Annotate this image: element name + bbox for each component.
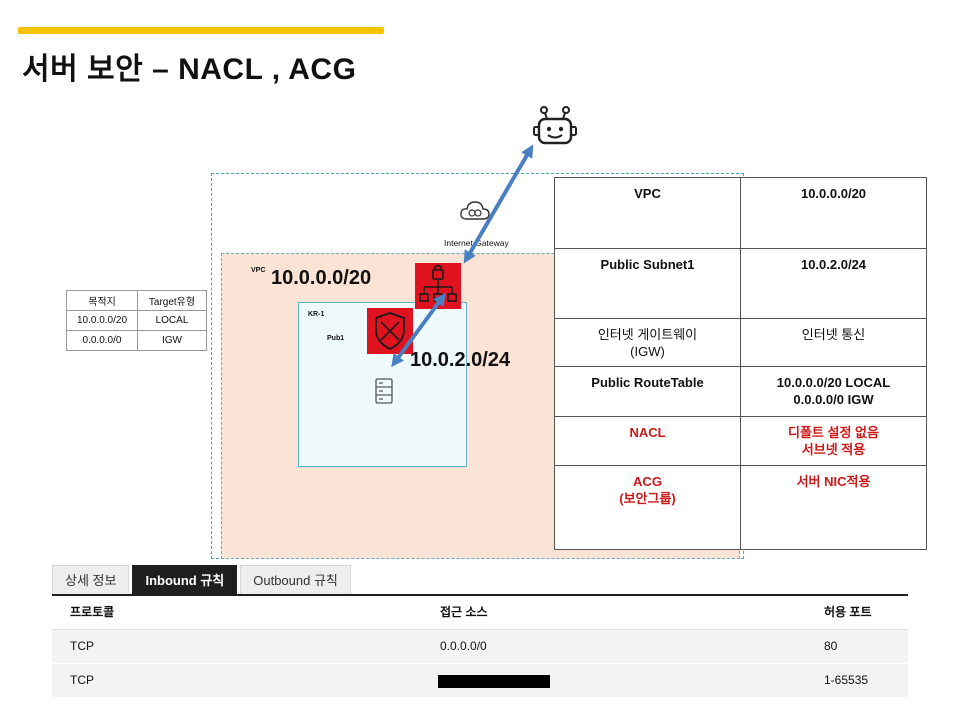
info-key: Public Subnet1 bbox=[554, 248, 741, 319]
redacted-source-block bbox=[438, 675, 550, 688]
tab-details[interactable]: 상세 정보 bbox=[52, 565, 130, 595]
route-destination: 0.0.0.0/0 bbox=[66, 330, 138, 351]
route-destination: 10.0.0.0/20 bbox=[66, 310, 138, 331]
rule-protocol: TCP bbox=[70, 639, 94, 653]
header-port: 허용 포트 bbox=[824, 605, 872, 619]
table-row[interactable]: TCP 0.0.0.0/0 80 bbox=[52, 630, 908, 664]
title-accent-bar bbox=[18, 27, 384, 34]
grid-header-row: 프로토콜 접근 소스 허용 포트 bbox=[52, 596, 908, 630]
header-source: 접근 소스 bbox=[440, 605, 488, 619]
table-row[interactable]: TCP 1-65535 bbox=[52, 664, 908, 698]
info-row-acg: ACG(보안그룹) 서버 NIC적용 bbox=[554, 465, 927, 550]
route-table: 목적지 Target유형 10.0.0.0/20 LOCAL 0.0.0.0/0… bbox=[66, 290, 207, 351]
route-table-header: 목적지 Target유형 bbox=[66, 290, 207, 311]
info-value: 10.0.2.0/24 bbox=[740, 248, 927, 319]
traffic-arrows bbox=[391, 144, 534, 368]
route-header-destination: 목적지 bbox=[66, 290, 138, 311]
info-key: 인터넷 게이트웨이(IGW) bbox=[554, 318, 741, 367]
info-key: ACG(보안그룹) bbox=[554, 465, 741, 550]
route-row: 10.0.0.0/20 LOCAL bbox=[66, 310, 207, 331]
server-icon bbox=[375, 378, 393, 404]
vpc-cidr-label: 10.0.0.0/20 bbox=[271, 267, 372, 289]
slide-title: 서버 보안 – NACL , ACG bbox=[22, 53, 357, 86]
info-value: 인터넷 통신 bbox=[740, 318, 927, 367]
tab-outbound-rules[interactable]: Outbound 규칙 bbox=[240, 565, 351, 595]
rule-port: 1-65535 bbox=[824, 673, 869, 687]
info-key: VPC bbox=[554, 177, 741, 249]
info-key: Public RouteTable bbox=[554, 366, 741, 417]
info-value: 10.0.0.0/20 bbox=[740, 177, 927, 249]
rule-port: 80 bbox=[824, 639, 838, 653]
info-value: 서버 NIC적용 bbox=[740, 465, 927, 550]
info-key: NACL bbox=[554, 416, 741, 466]
igw-to-server-arrow bbox=[391, 292, 446, 368]
subnet-tag: Pub1 bbox=[327, 335, 345, 342]
route-target: IGW bbox=[137, 330, 207, 351]
inbound-rules-grid: 프로토콜 접근 소스 허용 포트 TCP 0.0.0.0/0 80 TCP 1-… bbox=[52, 596, 908, 698]
vpc-tag: VPC bbox=[251, 267, 266, 274]
rule-protocol: TCP bbox=[70, 673, 94, 687]
zone-tag: KR-1 bbox=[308, 311, 325, 318]
rule-tabs: 상세 정보 Inbound 규칙 Outbound 규칙 bbox=[52, 565, 354, 595]
internet-to-igw-arrow bbox=[463, 144, 534, 264]
resource-info-table: VPC 10.0.0.0/20 Public Subnet1 10.0.2.0/… bbox=[554, 177, 927, 550]
info-row-vpc: VPC 10.0.0.0/20 bbox=[554, 177, 927, 249]
rule-source: 0.0.0.0/0 bbox=[440, 639, 487, 653]
robot-icon bbox=[533, 106, 577, 145]
header-protocol: 프로토콜 bbox=[70, 605, 115, 619]
route-header-target-type: Target유형 bbox=[137, 290, 207, 311]
route-target: LOCAL bbox=[137, 310, 207, 331]
info-row-public-subnet: Public Subnet1 10.0.2.0/24 bbox=[554, 248, 927, 319]
tab-underline bbox=[52, 594, 908, 596]
route-row: 0.0.0.0/0 IGW bbox=[66, 330, 207, 351]
info-row-igw: 인터넷 게이트웨이(IGW) 인터넷 통신 bbox=[554, 318, 927, 367]
tab-inbound-rules[interactable]: Inbound 규칙 bbox=[132, 565, 238, 595]
